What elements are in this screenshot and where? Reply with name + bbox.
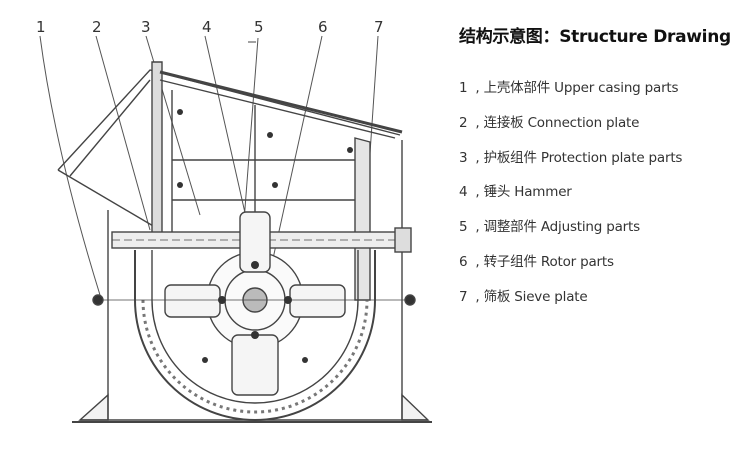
callout-1: 1: [36, 18, 46, 36]
legend-item-number: 7: [459, 288, 468, 305]
legend-item: 1, 上壳体部件 Upper casing parts: [459, 80, 679, 96]
leader-lines: [39, 35, 379, 301]
legend-item-number: 1: [459, 80, 468, 96]
callout-6: 6: [318, 18, 328, 36]
legend-item: 5, 调整部件 Adjusting parts: [459, 219, 641, 236]
callout-3: 3: [141, 18, 151, 36]
callout-5: 5: [254, 18, 264, 36]
legend-item-number: 4: [459, 184, 468, 201]
bolt-markers: [177, 109, 353, 363]
legend-item-number: 2: [459, 114, 468, 131]
legend-item: 4, 锤头 Hammer: [459, 184, 572, 201]
legend-item-label: 转子组件 Rotor parts: [483, 253, 614, 270]
legend-item-label: 筛板 Sieve plate: [483, 288, 588, 305]
legend-item: 6, 转子组件 Rotor parts: [459, 253, 614, 270]
legend-panel: 结构示意图：Structure Drawing 1, 上壳体部件 Upper c…: [455, 22, 747, 321]
legend-item-label: 上壳体部件 Upper casing parts: [483, 80, 679, 96]
callout-2: 2: [92, 18, 102, 36]
legend-item-number: 5: [459, 219, 468, 236]
structure-drawing: 1 2 3 4 5 6 7: [36, 18, 432, 423]
legend-list: 1, 上壳体部件 Upper casing parts 2, 连接板 Conne…: [455, 77, 747, 321]
legend-item-label: 连接板 Connection plate: [483, 114, 640, 131]
legend-item-label: 调整部件 Adjusting parts: [483, 219, 641, 236]
legend-item: 7, 筛板 Sieve plate: [459, 288, 588, 305]
legend-item-number: 6: [459, 253, 468, 270]
crusher-machine: [57, 61, 432, 423]
callout-4: 4: [202, 18, 212, 36]
legend-item: 3, 护板组件 Protection plate parts: [459, 149, 683, 166]
legend-item: 2, 连接板 Connection plate: [459, 114, 640, 131]
legend-item-label: 护板组件 Protection plate parts: [483, 149, 683, 166]
legend-item-number: 3: [459, 149, 468, 166]
legend-item-label: 锤头 Hammer: [483, 184, 572, 201]
callout-7: 7: [374, 18, 384, 36]
legend-title: 结构示意图：Structure Drawing: [459, 27, 731, 47]
